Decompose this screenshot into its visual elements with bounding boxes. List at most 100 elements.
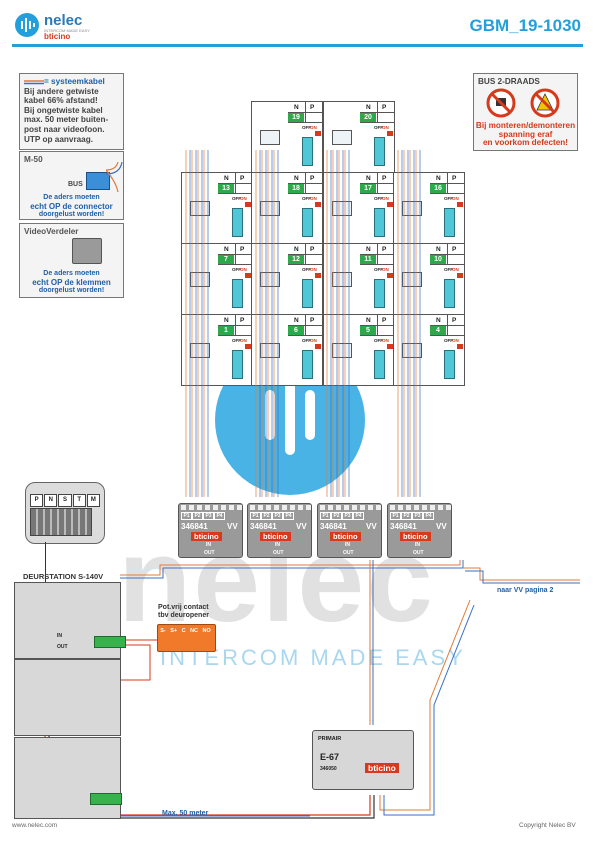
terminal-block-icon	[374, 208, 385, 237]
apartment-rule	[360, 264, 394, 265]
on-label: ON	[382, 196, 389, 201]
distributor-code: 346841	[250, 522, 277, 531]
distributor-port-label: P2	[261, 512, 272, 520]
distributor-port-label: P4	[214, 512, 225, 520]
on-label: ON	[452, 267, 459, 272]
on-label: ON	[382, 125, 389, 130]
videophone-icon	[332, 201, 352, 216]
distributor-in-label: IN	[206, 542, 211, 548]
distributor-vv: VV	[296, 522, 307, 531]
apartment-rule	[288, 335, 322, 336]
videophone-icon	[402, 343, 422, 358]
distributor-screw-row	[181, 505, 242, 510]
apartment-n-label: N	[224, 175, 229, 182]
on-label: ON	[452, 196, 459, 201]
apartment-np-divider	[305, 102, 306, 122]
distributor-brand: bticino	[191, 532, 222, 541]
apartment-number: 18	[288, 184, 304, 193]
apartment-np-divider	[305, 173, 306, 193]
distributor-vv: VV	[436, 522, 447, 531]
cable-legend-label: = systeemkabel	[44, 77, 105, 86]
terminal-block-icon	[302, 279, 313, 308]
distributor-port-label: P2	[401, 512, 412, 520]
termination-switch-icon	[245, 202, 251, 207]
terminal-block-icon	[302, 350, 313, 379]
apartment-n-label: N	[224, 317, 229, 324]
apartment-p-label: P	[452, 317, 457, 324]
apartment-rule	[288, 264, 322, 265]
apartment-rule	[218, 264, 252, 265]
distributor-in-label: IN	[275, 542, 280, 548]
no-plug-icon	[486, 88, 516, 118]
door-station-terminal-label: P	[30, 494, 44, 507]
on-label: ON	[240, 196, 247, 201]
legend-line: Bij andere getwiste	[24, 86, 99, 96]
apartment-n-label: N	[294, 175, 299, 182]
m50-note-line: De aders moeten	[43, 194, 100, 201]
door-station-module-2	[14, 659, 121, 736]
apartment-p-label: P	[310, 104, 315, 111]
apartment-number: 13	[218, 184, 234, 193]
termination-switch-icon	[245, 273, 251, 278]
system-cable-swatch	[24, 80, 44, 85]
footer-website: www.nelec.com	[12, 822, 58, 829]
apartment-number: 20	[360, 113, 376, 122]
door-station-terminal-label: T	[72, 494, 86, 507]
door-station-green-terminal	[90, 793, 122, 805]
off-label: OFF	[374, 267, 383, 272]
apartment-n-label: N	[366, 104, 371, 111]
apartment-np-divider	[377, 315, 378, 335]
power-supply-primair: PRIMAIR	[318, 736, 342, 742]
max-50-label: Max. 50 meter	[162, 810, 209, 817]
distributor-brand: bticino	[260, 532, 291, 541]
page-title: GBM_19-1030	[469, 16, 581, 35]
apartment-rule	[360, 193, 394, 194]
door-station-title: DEURSTATION S-140V	[23, 572, 104, 581]
termination-switch-icon	[387, 131, 393, 136]
apartment-number: 7	[218, 255, 234, 264]
apartment-np-divider	[235, 173, 236, 193]
apartment-rule	[360, 122, 394, 123]
door-station-terminal-label: N	[44, 494, 58, 507]
warning-line: spanning eraf	[498, 129, 553, 139]
videophone-icon	[332, 130, 352, 145]
legend-line: UTP op aanvraag.	[24, 134, 94, 144]
distributor-brand: bticino	[330, 532, 361, 541]
nelec-logo: nelec INTERCOM MADE EASY bticino	[14, 12, 124, 41]
off-label: OFF	[374, 196, 383, 201]
apartment-p-label: P	[240, 317, 245, 324]
vv-note-line: echt OP de klemmen	[32, 277, 111, 287]
door-station-terminal-label: M	[86, 494, 101, 507]
distributor-port-label: P1	[250, 512, 261, 520]
m50-wires	[106, 162, 123, 192]
apartment-rule	[430, 193, 464, 194]
off-label: OFF	[444, 196, 453, 201]
power-supply-model: E-67	[320, 752, 340, 762]
apartment-p-label: P	[310, 175, 315, 182]
distributor-port-label: P3	[203, 512, 214, 520]
on-label: ON	[240, 267, 247, 272]
distributor-code: 346841	[320, 522, 347, 531]
bticino-logo: bticino	[44, 32, 71, 41]
apartment-np-divider	[305, 244, 306, 264]
apartment-rule	[360, 335, 394, 336]
apartment-n-label: N	[436, 175, 441, 182]
contact-title-line: Pot.vrij contact	[158, 604, 209, 611]
apartment-number: 5	[360, 326, 376, 335]
bus-cable	[463, 567, 580, 581]
distributor-vv: VV	[366, 522, 377, 531]
contact-terminal-label: NO	[202, 628, 211, 634]
door-station-module-1	[14, 582, 121, 659]
apartment-n-label: N	[436, 246, 441, 253]
apartment-p-label: P	[382, 246, 387, 253]
